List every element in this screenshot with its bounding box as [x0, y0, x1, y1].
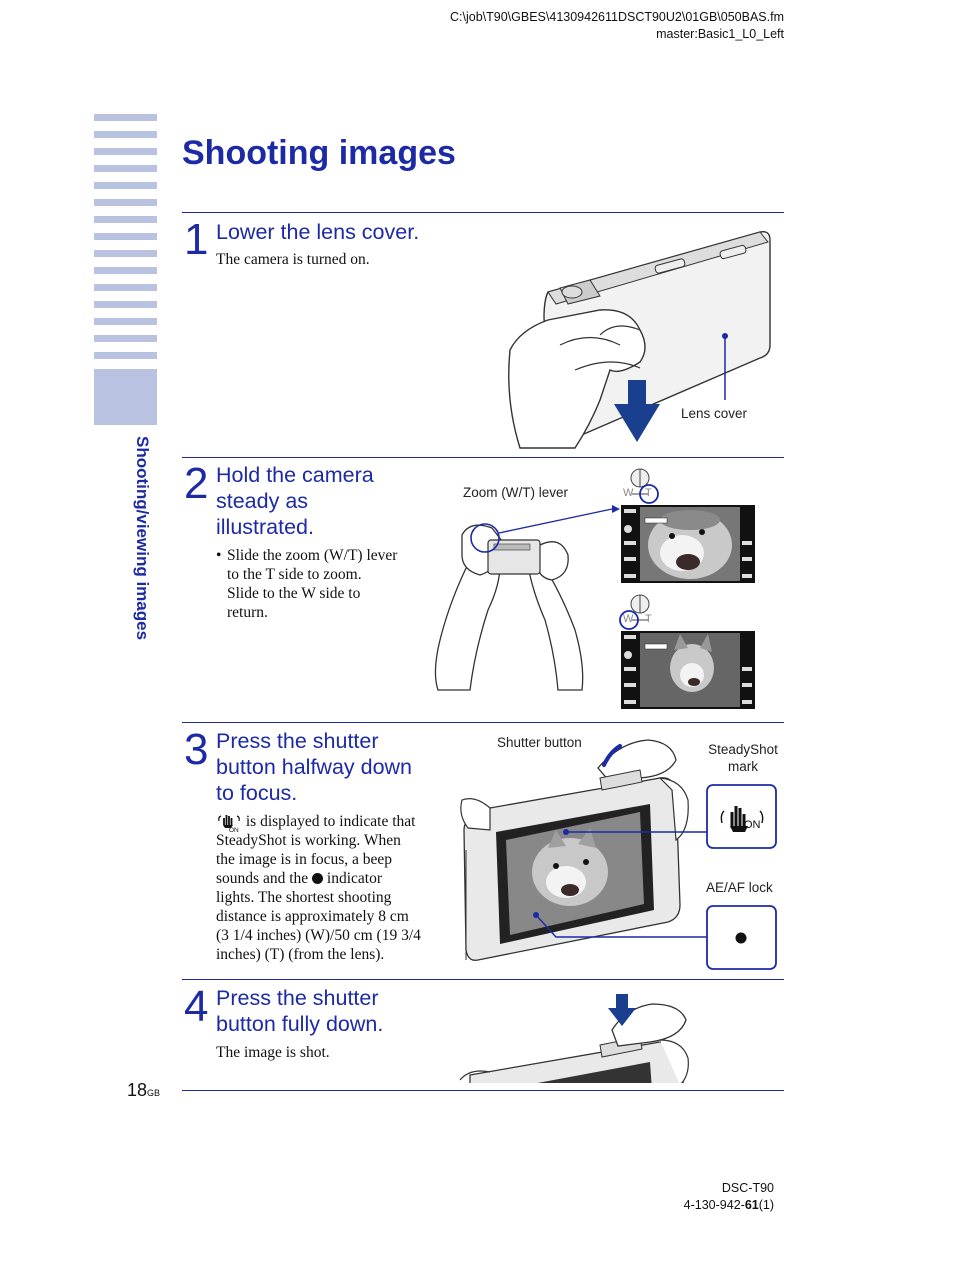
shutter-button-label: Shutter button — [497, 735, 582, 750]
step-body: The image is shot. — [216, 1044, 330, 1061]
side-tab-active-block — [94, 369, 157, 425]
bullet: • — [216, 547, 222, 564]
step-body: ON is displayed to indicate that SteadyS… — [216, 813, 421, 963]
step-number: 4 — [184, 982, 209, 1031]
step-heading: Lower the lens cover. — [216, 220, 420, 244]
divider — [182, 457, 784, 458]
page-number: 18GB — [127, 1080, 161, 1100]
aeaf-dot-icon — [312, 873, 324, 884]
divider — [182, 1090, 784, 1091]
t-label: T — [645, 613, 652, 625]
page-title: Shooting images — [182, 134, 456, 172]
step-number: 3 — [184, 725, 209, 774]
part-code: 4-130-942-61(1) — [683, 1198, 774, 1212]
w-label: W — [623, 487, 634, 499]
step-body: • Slide the zoom (W/T) lever to the T si… — [216, 547, 398, 621]
lens-cover-label: Lens cover — [681, 406, 748, 421]
step-number: 2 — [184, 459, 209, 508]
w-label: W — [623, 613, 634, 625]
file-path: C:\job\T90\GBES\4130942611DSCT90U2\01GB\… — [450, 10, 784, 24]
steadyshot-icon: ON — [216, 813, 242, 834]
steadyshot-mark-label: SteadyShot mark — [708, 742, 778, 774]
model-name: DSC-T90 — [721, 1181, 774, 1195]
step-heading: Hold the camera steady as illustrated. — [216, 463, 374, 539]
divider — [182, 979, 784, 980]
step-heading: Press the shutter button fully down. — [216, 986, 384, 1036]
zoom-lever-label: Zoom (W/T) lever — [463, 485, 569, 500]
t-label: T — [645, 487, 652, 499]
divider — [182, 212, 784, 213]
step-heading: Press the shutter button halfway down to… — [216, 729, 413, 805]
divider — [182, 722, 784, 723]
aeaf-lock-label: AE/AF lock — [706, 880, 773, 895]
step-body: The camera is turned on. — [216, 251, 370, 268]
step-number: 1 — [184, 215, 209, 264]
steadyshot-on-label: ON — [744, 819, 761, 831]
master-page: master:Basic1_L0_Left — [656, 27, 784, 41]
